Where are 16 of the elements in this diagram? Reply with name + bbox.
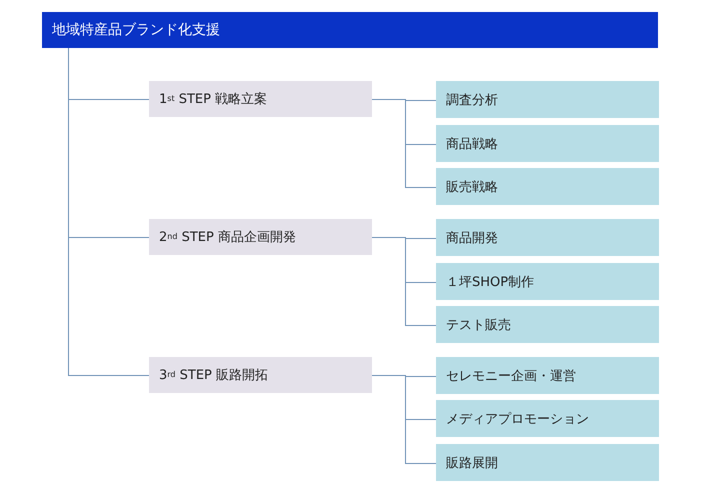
task-box: 商品戦略	[436, 125, 659, 162]
connector-line	[372, 375, 436, 464]
task-box: メディアプロモーション	[436, 400, 659, 437]
task-box: セレモニー企画・運営	[436, 357, 659, 394]
task-box: １坪SHOP制作	[436, 263, 659, 300]
task-box: 販路展開	[436, 444, 659, 481]
step-box: 1$^{st}$ STEP 戦略立案	[149, 81, 372, 117]
task-box: テスト販売	[436, 306, 659, 343]
task-box: 調査分析	[436, 81, 659, 118]
step-box: 3$^{rd}$ STEP 販路開拓	[149, 357, 372, 393]
step-box: 2$^{nd}$ STEP 商品企画開発	[149, 219, 372, 255]
task-box: 商品開発	[436, 219, 659, 256]
title-bar: 地域特産品ブランド化支援	[42, 12, 658, 48]
connector-line	[372, 99, 436, 188]
connector-line	[372, 237, 436, 326]
task-box: 販売戦略	[436, 168, 659, 205]
